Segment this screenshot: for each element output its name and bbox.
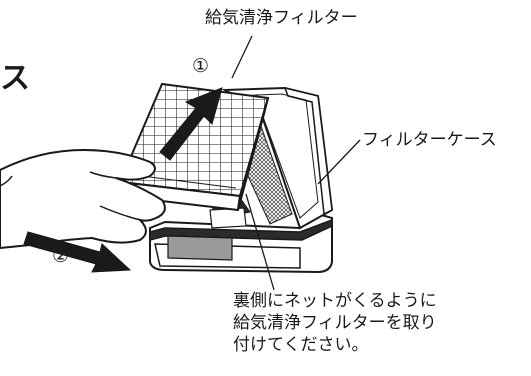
note-line: 給気清浄フィルターを取り xyxy=(233,313,437,333)
step-2-marker: ② xyxy=(52,245,70,267)
step-1-marker: ① xyxy=(192,55,210,77)
leader-lines xyxy=(231,35,361,291)
arrow-2 xyxy=(23,231,132,273)
hand xyxy=(0,148,166,250)
filter-case-base xyxy=(149,212,333,274)
partial-heading-text: ス xyxy=(0,61,30,96)
label-filter-case: フィルターケース xyxy=(362,130,497,150)
label-intake-filter: 給気清浄フィルター xyxy=(205,8,358,28)
arrow-1 xyxy=(159,87,223,161)
installation-note: 裏側にネットがくるように 給気清浄フィルターを取り 付けてください。 xyxy=(233,290,437,356)
note-line: 付けてください。 xyxy=(233,335,369,355)
intake-filter-panel xyxy=(118,82,270,212)
note-line: 裏側にネットがくるように xyxy=(233,291,437,311)
